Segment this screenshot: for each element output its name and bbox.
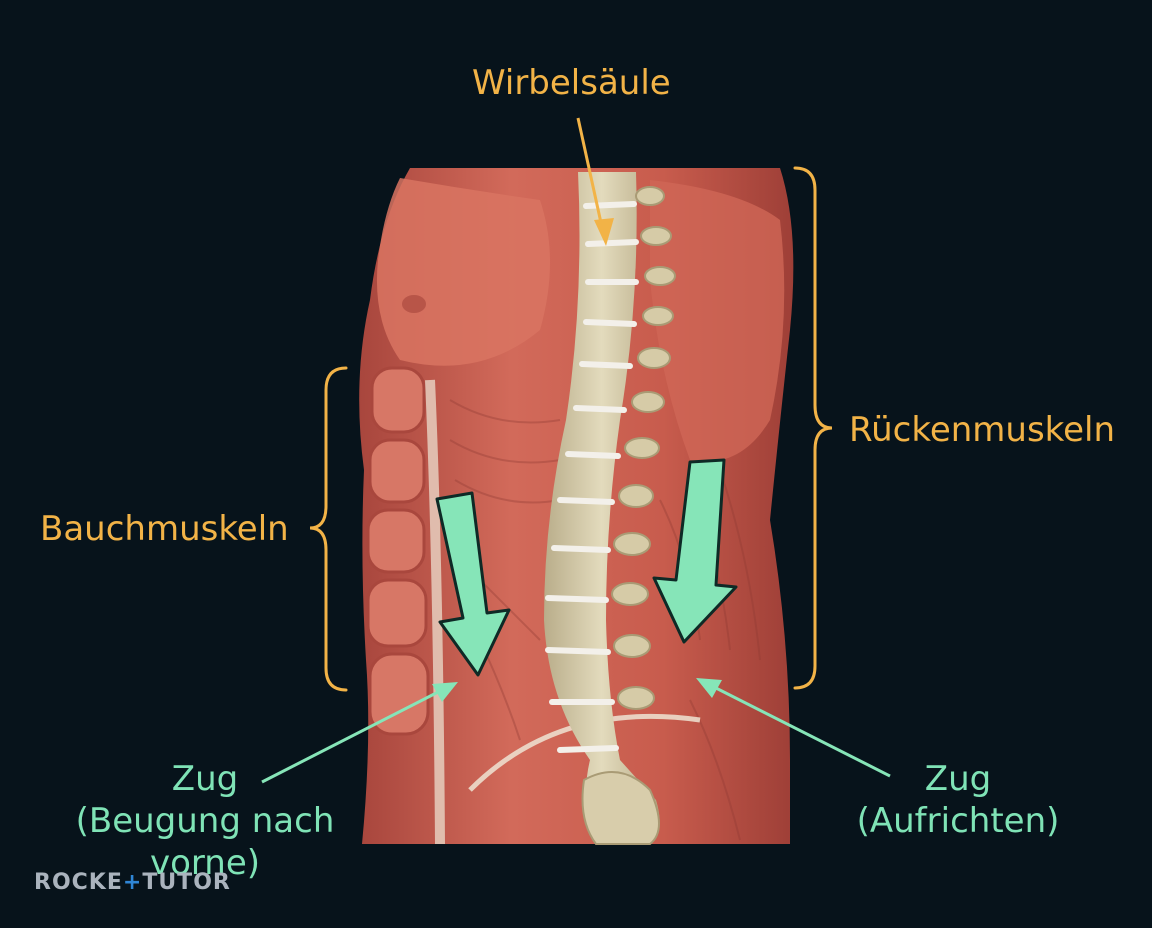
front-pull-label-line1: Zug [171, 759, 239, 799]
front-pull-label-line2: (Beugung nach vorne) [75, 801, 335, 883]
vertebral-discs [545, 201, 639, 753]
abdominal-segments [366, 366, 430, 736]
back-pull-arrow [652, 458, 738, 644]
back-muscles-brace [793, 166, 833, 690]
spine-pointer-arrow [576, 117, 614, 246]
sacrum [581, 771, 660, 845]
nipple [402, 295, 426, 313]
rocket-tutor-logo: ROCKE+TUTOR [34, 870, 231, 895]
abdominal-muscles-label: Bauchmuskeln [40, 509, 289, 549]
front-pull-pointer [261, 682, 458, 784]
back-pull-pointer [696, 678, 891, 778]
spinous-processes [611, 186, 676, 710]
back-muscles-label: Rückenmuskeln [849, 410, 1116, 450]
back-muscle-mass [650, 180, 785, 462]
abdominal-muscles-brace [309, 366, 348, 692]
spinal-column [544, 172, 660, 844]
logo-part2: TUTOR [142, 870, 231, 895]
back-pull-label-line2: (Aufrichten) [856, 801, 1060, 841]
back-pull-label-line1: Zug [924, 759, 992, 799]
logo-part1: ROCKE [34, 870, 123, 895]
spine-label: Wirbelsäule [472, 63, 671, 103]
logo-plus: + [122, 870, 143, 895]
front-pull-label: Zug (Beugung nach vorne) [60, 758, 350, 884]
front-pull-arrow [435, 491, 511, 677]
pectoral-muscle [376, 178, 550, 366]
back-pull-label: Zug (Aufrichten) [848, 758, 1068, 842]
spine-illustration [544, 172, 676, 845]
tendon-stripe [425, 379, 445, 844]
